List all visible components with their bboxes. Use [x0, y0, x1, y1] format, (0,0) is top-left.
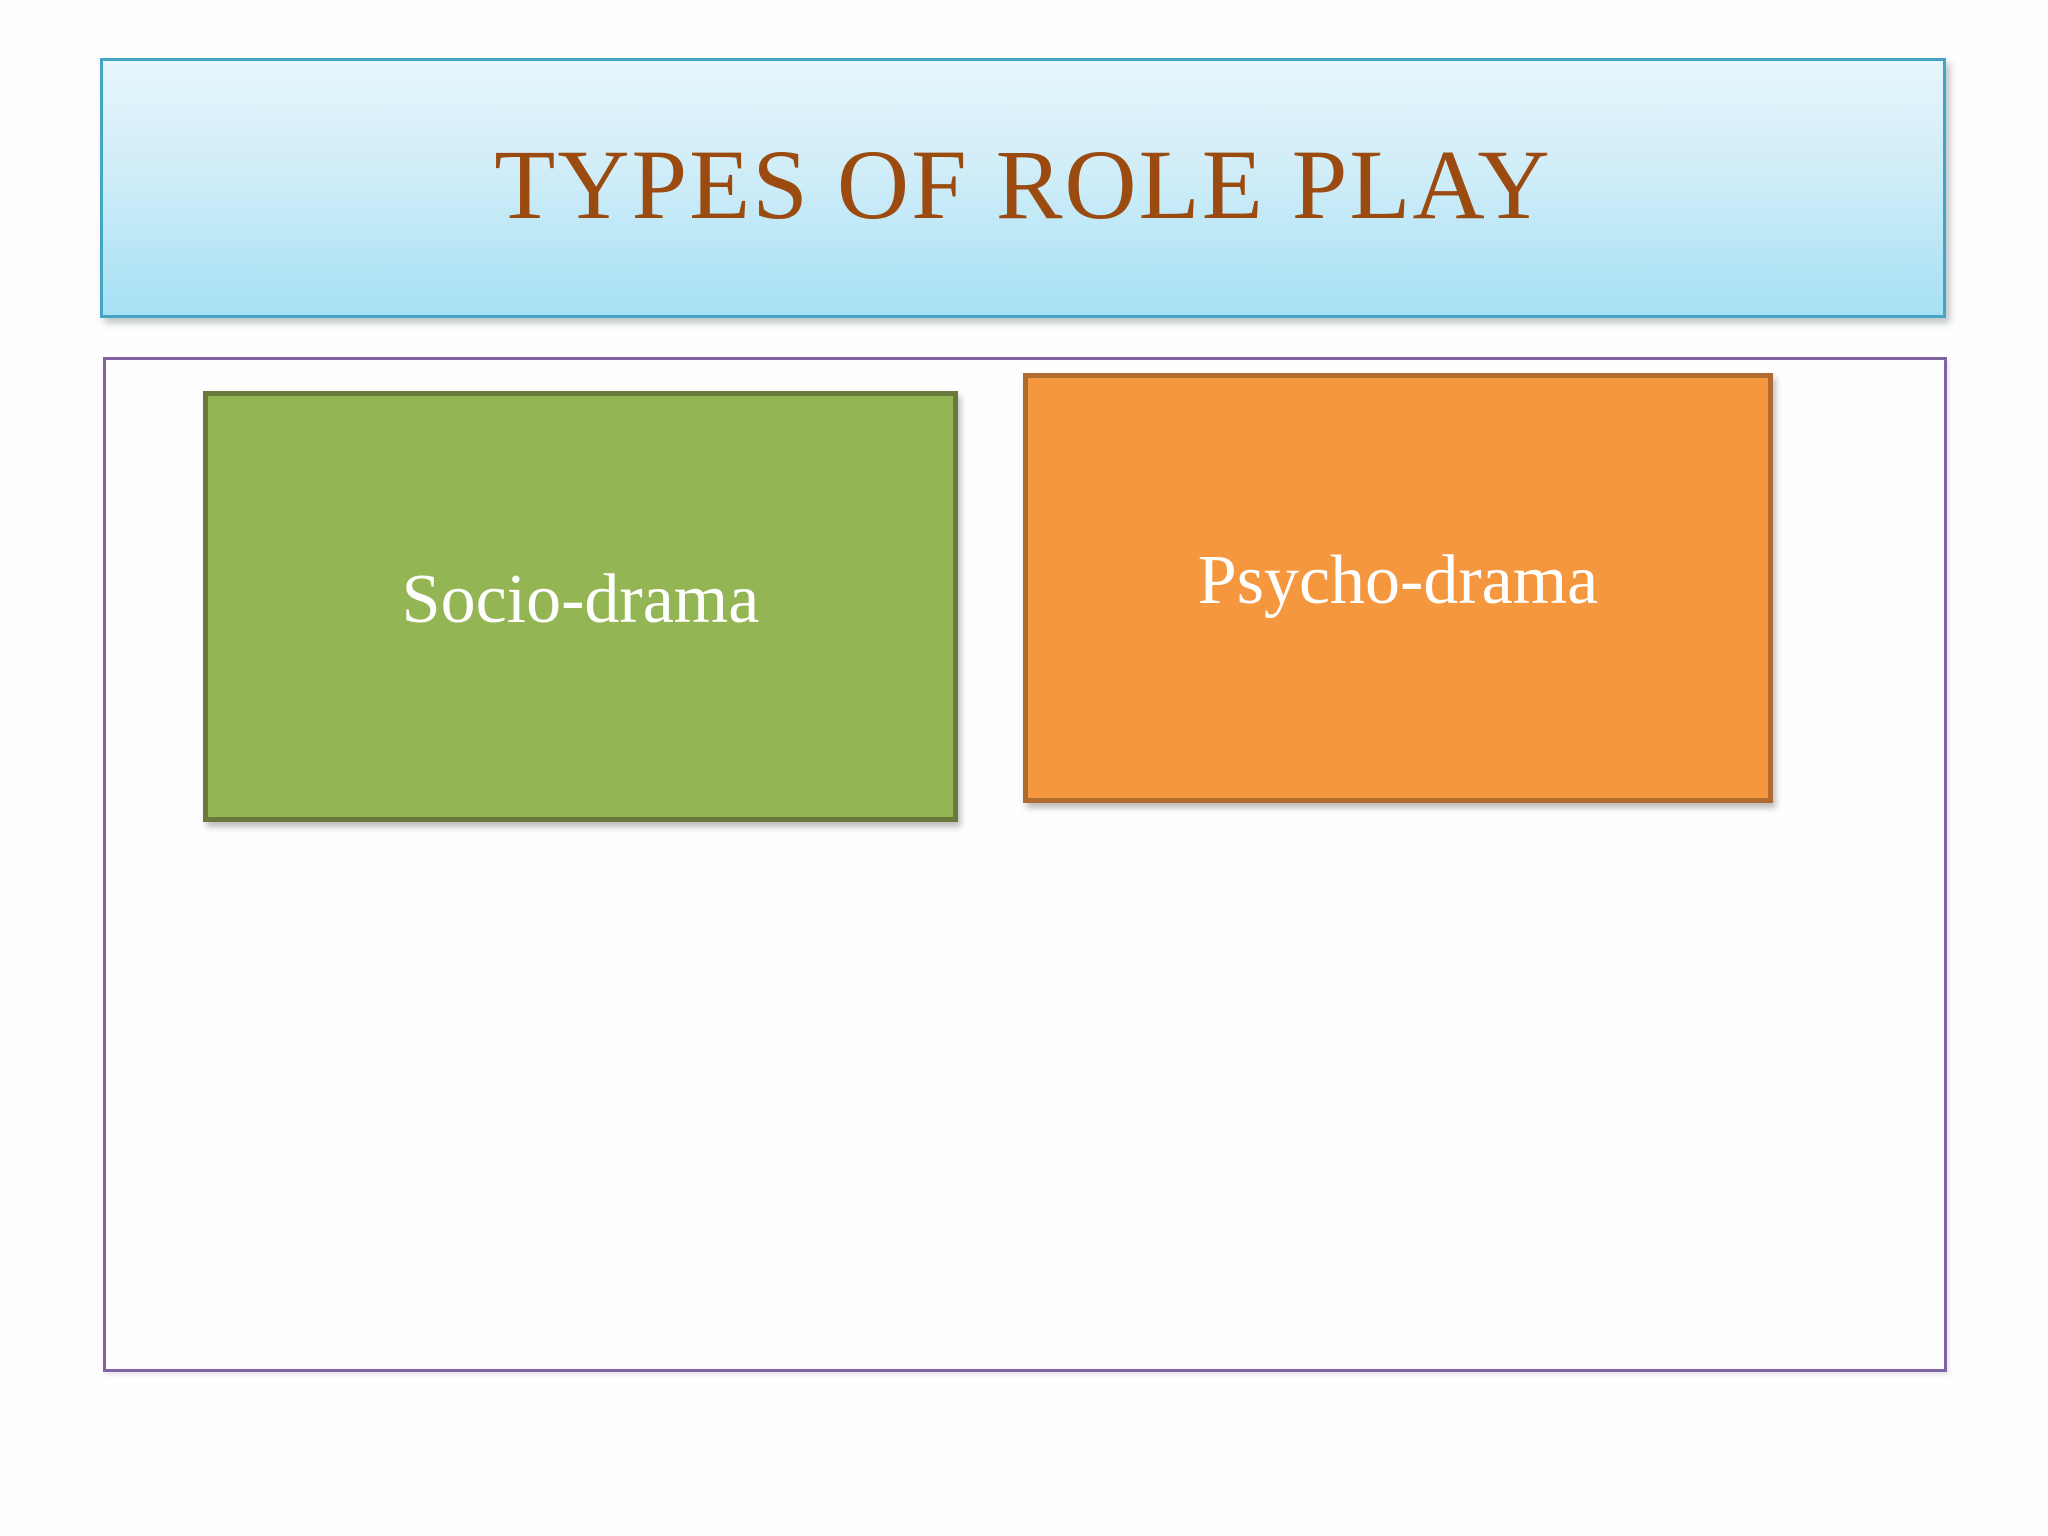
content-panel: Socio-drama Psycho-drama: [103, 357, 1947, 1372]
psycho-drama-box: Psycho-drama: [1023, 373, 1773, 803]
socio-drama-label: Socio-drama: [401, 560, 760, 638]
page-title: TYPES OF ROLE PLAY: [494, 129, 1552, 240]
psycho-drama-label: Psycho-drama: [1197, 542, 1599, 619]
socio-drama-box: Socio-drama: [203, 391, 958, 822]
title-banner: TYPES OF ROLE PLAY: [100, 58, 1946, 318]
